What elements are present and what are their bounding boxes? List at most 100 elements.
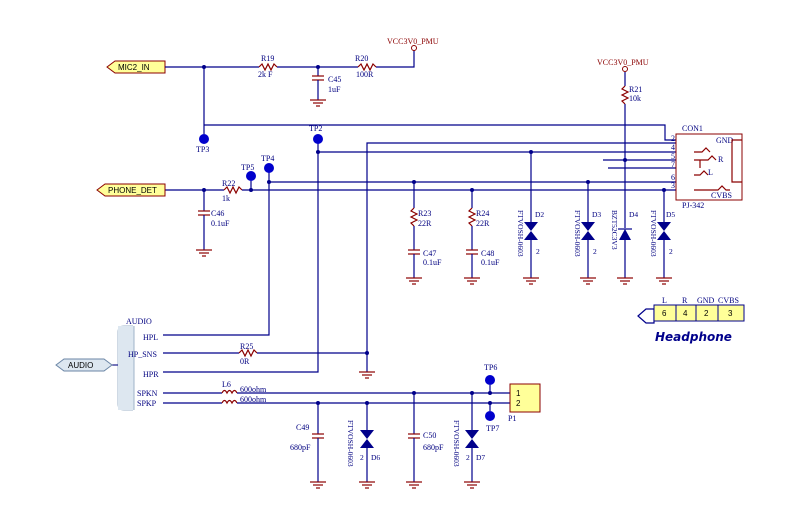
c49-ref: C49 [296, 423, 309, 432]
vcc-left-label: VCC3V0_PMU [387, 37, 439, 46]
diode-d7: D7 FTVOSH-0603 2 [452, 420, 485, 467]
connector-p1: 1 2 P1 [508, 383, 541, 423]
mic2-in-label: MIC2_IN [118, 63, 150, 72]
r21-value: 10k [629, 94, 641, 103]
con1-pin-7: 7 [671, 160, 675, 169]
testpoint-tp7 [485, 411, 495, 421]
r22-value: 1k [222, 194, 230, 203]
con1-pin-4: 4 [671, 143, 675, 152]
ground-d3 [580, 277, 596, 285]
capacitor-c48: C48 0.1uF [466, 249, 500, 267]
r21-ref: R21 [629, 85, 642, 94]
r20-value: 100R [356, 70, 374, 79]
hp-label-cvbs: CVBS [718, 296, 739, 305]
ground-c48 [464, 277, 480, 285]
diode-d6: D6 FTVOSH-0603 2 [346, 420, 380, 467]
d6-ref: D6 [371, 453, 380, 462]
hp-pin-6: 6 [662, 309, 667, 318]
audio-port: AUDIO [55, 358, 113, 372]
phone-det-label: PHONE_DET [108, 186, 157, 195]
resistor-r23: R23 22R [409, 207, 432, 228]
capacitor-c45: C45 1uF [312, 75, 341, 94]
r23-ref: R23 [418, 209, 431, 218]
d3-ref: D3 [592, 210, 601, 219]
r20-ref: R20 [355, 54, 368, 63]
d6-pin: 2 [360, 453, 364, 462]
hp-pin-2: 2 [704, 309, 709, 318]
ground-d2 [523, 277, 539, 285]
con1-pin-2: 2 [671, 134, 675, 143]
tp7-label: TP7 [486, 424, 499, 433]
resistor-r21: R21 10k [620, 85, 642, 105]
mic2-in-port: MIC2_IN [106, 60, 166, 74]
d3-pin: 2 [593, 247, 597, 256]
diode-d5: D5 FTVOSH-0603 2 [649, 210, 675, 257]
l6-value1: 600ohm [240, 385, 267, 394]
ground-c49 [310, 481, 326, 489]
capacitor-c49: C49 680pF [290, 423, 324, 452]
r19-ref: R19 [261, 54, 274, 63]
c47-ref: C47 [423, 249, 436, 258]
c49-value: 680pF [290, 443, 311, 452]
d7-ref: D7 [476, 453, 485, 462]
d4-ref: D4 [629, 210, 638, 219]
resistor-r25: R25 0R [238, 342, 258, 366]
vcc-right-label: VCC3V0_PMU [597, 58, 649, 67]
ground-c50 [406, 481, 422, 489]
headphone-connector: L R GND CVBS 6 4 2 3 Headphone [637, 296, 745, 344]
d4-part: BZT52C3V3 [610, 210, 619, 250]
ground-c45 [310, 99, 326, 107]
d5-ref: D5 [666, 210, 675, 219]
d2-part: FTVOSH-0603 [516, 210, 525, 257]
tp2-label: TP2 [309, 124, 322, 133]
diode-d2: D2 FTVOSH-0603 2 [516, 210, 544, 257]
c48-ref: C48 [481, 249, 494, 258]
testpoint-tp3 [199, 134, 209, 144]
r24-ref: R24 [476, 209, 489, 218]
r23-value: 22R [418, 219, 432, 228]
tp6-label: TP6 [484, 363, 497, 372]
con1-pin-5: 5 [671, 152, 675, 161]
vcc-left: VCC3V0_PMU [387, 37, 439, 51]
ground-d4 [617, 277, 633, 285]
p1-pin-2: 2 [516, 399, 521, 408]
audio-block-title: AUDIO [126, 317, 152, 326]
d2-ref: D2 [535, 210, 544, 219]
l6-ref: L6 [222, 380, 231, 389]
headphone-title: Headphone [655, 330, 732, 344]
audio-pin-spkp: SPKP [137, 399, 157, 408]
d6-part: FTVOSH-0603 [346, 420, 355, 467]
hp-label-r: R [682, 296, 688, 305]
d7-pin: 2 [466, 453, 470, 462]
testpoint-tp6 [485, 375, 495, 385]
resistor-r20: R20 100R [355, 54, 377, 79]
r22-ref: R22 [222, 179, 235, 188]
p1-ref: P1 [508, 414, 516, 423]
connector-con1: CON1 GND CVBS R L PJ-342 2 4 5 7 6 3 [671, 124, 743, 210]
ground-d6 [359, 481, 375, 489]
ground-hp-sns [359, 371, 375, 379]
testpoint-tp2 [313, 134, 323, 144]
l6-value2: 600ohm [240, 395, 267, 404]
c50-ref: C50 [423, 431, 436, 440]
vcc-right: VCC3V0_PMU [597, 58, 649, 72]
ground-d7 [464, 481, 480, 489]
d5-pin: 2 [669, 247, 673, 256]
hp-label-l: L [662, 296, 667, 305]
ground-d5 [656, 277, 672, 285]
audio-pin-hpr: HPR [143, 370, 159, 379]
r24-value: 22R [476, 219, 490, 228]
con1-pin-6: 6 [671, 173, 675, 182]
hp-pin-4: 4 [683, 309, 688, 318]
p1-pin-1: 1 [516, 389, 521, 398]
d7-part: FTVOSH-0603 [452, 420, 461, 467]
capacitor-c47: C47 0.1uF [408, 249, 442, 267]
tp5-label: TP5 [241, 163, 254, 172]
ground-c46 [196, 249, 212, 257]
d5-part: FTVOSH-0603 [649, 210, 658, 257]
ground-c47 [406, 277, 422, 285]
testpoint-tp4 [264, 163, 274, 173]
testpoint-tp5 [246, 171, 256, 181]
audio-pin-hpl: HPL [143, 333, 158, 342]
